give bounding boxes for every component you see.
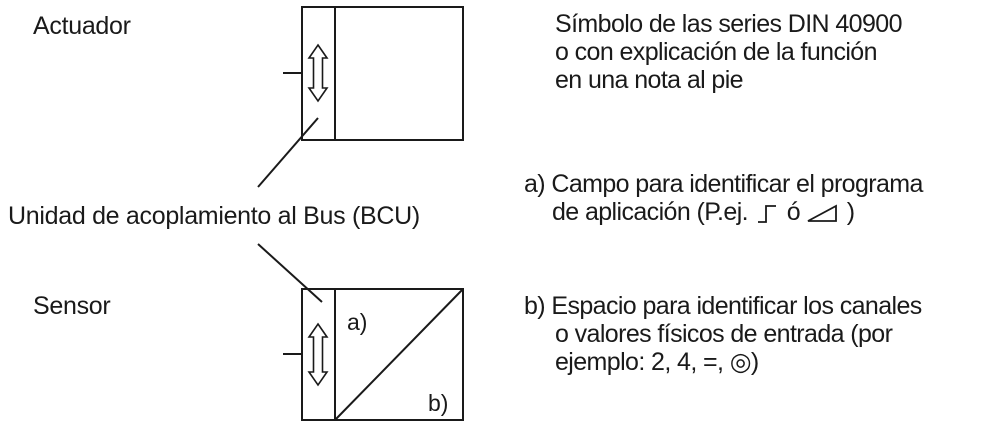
ramp-triangle-icon bbox=[807, 204, 838, 222]
note-a-line-2-or: ó bbox=[786, 198, 801, 226]
note-a-line-2: de aplicación (P.ej. ó ) bbox=[524, 198, 923, 226]
bcu-label: Unidad de acoplamiento al Bus (BCU) bbox=[8, 202, 420, 230]
note-a-line-2-text: de aplicación (P.ej. bbox=[552, 198, 749, 226]
symbol-note: Símbolo de las series DIN 40900 o con ex… bbox=[555, 10, 902, 94]
sensor-bus-arrow-icon bbox=[307, 322, 329, 387]
symbol-note-line-3: en una nota al pie bbox=[555, 66, 744, 94]
step-function-icon bbox=[758, 205, 777, 223]
field-b-label: b) bbox=[428, 390, 449, 416]
actuator-label: Actuador bbox=[33, 12, 131, 40]
note-a-line-2-close: ) bbox=[846, 198, 855, 226]
symbol-note-line-2: o con explicación de la función bbox=[555, 38, 878, 66]
note-a-line-1: a) Campo para identificar el programa bbox=[524, 170, 923, 198]
note-b-line-1: b) Espacio para identificar los canales bbox=[524, 292, 922, 320]
actuator-bus-arrow-icon bbox=[307, 43, 329, 103]
note-b: b) Espacio para identificar los canales … bbox=[524, 292, 922, 376]
sensor-field-diagonal bbox=[334, 288, 464, 421]
note-b-line-2: o valores físicos de entrada (por bbox=[555, 320, 893, 348]
note-a: a) Campo para identificar el programa de… bbox=[524, 170, 923, 226]
bcu-leader-sensor bbox=[257, 243, 323, 303]
symbol-note-line-1: Símbolo de las series DIN 40900 bbox=[555, 10, 902, 38]
bcu-leader-actuator bbox=[257, 117, 319, 188]
field-a-label: a) bbox=[347, 309, 368, 335]
sensor-label: Sensor bbox=[33, 292, 111, 320]
note-b-line-3: ejemplo: 2, 4, =, ◎) bbox=[555, 348, 759, 376]
actuator-box bbox=[301, 6, 464, 141]
